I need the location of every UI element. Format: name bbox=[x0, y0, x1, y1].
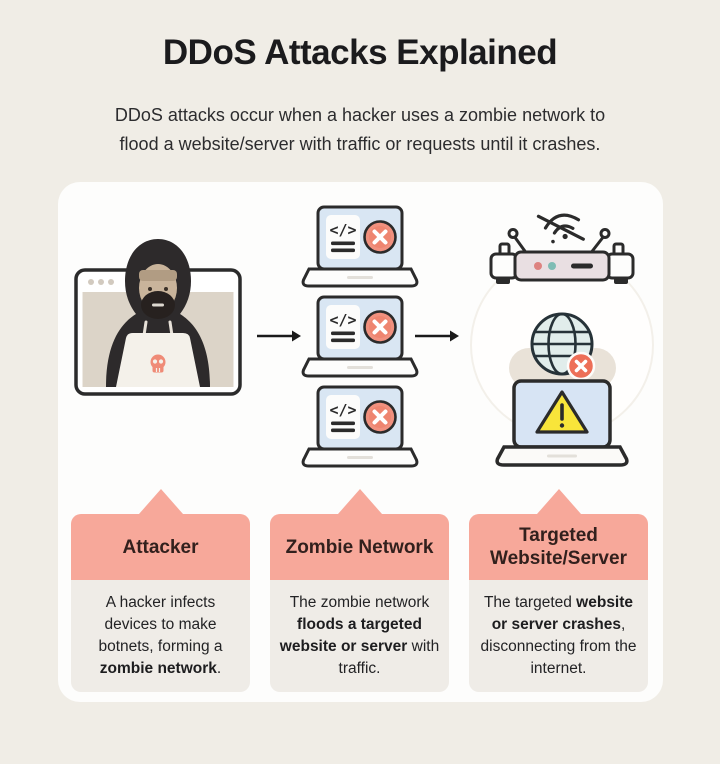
card-title: Zombie Network bbox=[270, 514, 449, 580]
globe-error-icon bbox=[509, 312, 616, 388]
svg-text:</>: </> bbox=[329, 311, 356, 329]
card-description: A hacker infects devices to make botnets… bbox=[71, 580, 250, 692]
card-title: Attacker bbox=[71, 514, 250, 580]
arrow-right-icon bbox=[415, 330, 459, 342]
description-text: The zombie network bbox=[289, 594, 430, 611]
card-pointer bbox=[138, 489, 183, 514]
card-pointer bbox=[337, 489, 382, 514]
infected-laptop-icon: </> bbox=[301, 205, 419, 288]
error-badge-icon bbox=[363, 400, 397, 434]
card-targeted-website-server: Targeted Website/Server The targeted web… bbox=[469, 489, 648, 692]
hacker-browser-icon bbox=[74, 239, 242, 396]
error-badge-icon bbox=[363, 220, 397, 254]
warning-laptop-icon bbox=[495, 379, 629, 467]
card-pointer bbox=[536, 489, 581, 514]
code-icon: </> bbox=[326, 395, 360, 439]
subtitle-line-1: DDoS attacks occur when a hacker uses a … bbox=[114, 105, 606, 125]
description-bold: website or server crashes bbox=[491, 594, 634, 633]
skull-icon bbox=[150, 354, 166, 373]
card-zombie-network: Zombie Network The zombie network floods… bbox=[270, 489, 449, 692]
infected-laptop-icon: </> bbox=[301, 295, 419, 378]
error-badge-icon bbox=[363, 310, 397, 344]
hacker-figure bbox=[106, 239, 210, 387]
router-offline-icon bbox=[489, 213, 635, 284]
description-bold: zombie network bbox=[99, 660, 217, 677]
description-text: A hacker infects devices to make botnets… bbox=[98, 594, 223, 655]
description-text: The targeted bbox=[483, 594, 577, 611]
description-bold: floods a targeted website or server bbox=[279, 616, 422, 655]
card-description: The targeted website or server crashes, … bbox=[469, 580, 648, 692]
card-title: Targeted Website/Server bbox=[469, 514, 648, 580]
description-text: . bbox=[216, 660, 222, 677]
page-title: DDoS Attacks Explained bbox=[162, 33, 558, 72]
warning-triangle-icon bbox=[535, 390, 589, 434]
infected-laptop-icon: </> bbox=[301, 385, 419, 468]
svg-text:</>: </> bbox=[329, 401, 356, 419]
subtitle-line-2: flood a website/server with traffic or r… bbox=[119, 134, 601, 154]
page-subtitle: DDoS attacks occur when a hacker uses a … bbox=[0, 101, 720, 159]
error-badge-icon bbox=[566, 351, 596, 381]
description-text: with traffic. bbox=[338, 638, 440, 677]
svg-text:</>: </> bbox=[329, 221, 356, 239]
arrow-right-icon bbox=[257, 330, 301, 342]
code-icon: </> bbox=[326, 215, 360, 259]
wifi-off-icon bbox=[536, 213, 585, 244]
card-description: The zombie network floods a targeted web… bbox=[270, 580, 449, 692]
card-attacker: Attacker A hacker infects devices to mak… bbox=[71, 489, 250, 692]
code-icon: </> bbox=[326, 305, 360, 349]
description-text: , disconnecting from the internet. bbox=[480, 616, 637, 677]
